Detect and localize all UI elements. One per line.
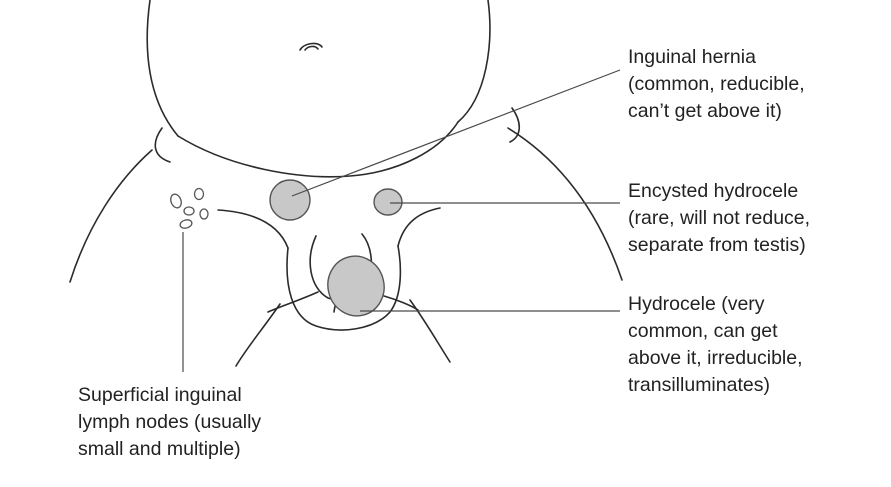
lymph-node [183,206,195,216]
right-leg-line [409,299,451,363]
lymph-node [193,187,205,201]
scrotum-outline [286,245,402,331]
label-line: Hydrocele (very [628,293,765,315]
lymph-nodes [170,187,209,229]
label-line: (rare, will not reduce, [628,207,811,229]
lymph-nodes-label: Superficial inguinal lymph nodes (usuall… [78,382,261,463]
label-line: separate from testis) [628,234,806,256]
label-line: Superficial inguinal [78,384,242,406]
right-flank-outer [507,127,623,281]
umbilicus [299,42,323,51]
leader-inguinal-hernia [291,69,621,197]
label-line: lymph nodes (usually [78,411,262,433]
abdomen-left-edge [146,0,179,137]
umbilicus-inner [304,45,319,51]
torso-outline [146,0,491,178]
label-line: small and multiple) [78,438,241,460]
label-line: transilluminates) [628,374,770,396]
hydrocele-swelling [327,255,385,317]
lesions [269,179,403,317]
left-groin-crease [217,209,289,249]
abdomen-right-edge [457,0,491,123]
encysted-hydrocele-swelling [373,188,403,216]
label-line: above it, irreducible, [628,347,803,369]
hips-outline [69,107,623,283]
leader-lines [182,69,621,372]
right-groin-crease [397,207,441,247]
lymph-node [179,219,193,229]
left-flank-fold [154,127,171,163]
label-line: Encysted hydrocele [628,180,799,202]
encysted-hydrocele-label: Encysted hydrocele (rare, will not reduc… [628,178,810,259]
lymph-node [170,193,182,209]
label-line: can’t get above it) [628,100,782,122]
label-line: (common, reducible, [628,73,805,95]
hydrocele-label: Hydrocele (very common, can get above it… [628,291,803,399]
right-flank-fold [509,107,521,143]
inguinal-hernia-label: Inguinal hernia (common, reducible, can’… [628,44,805,125]
abdomen-lower-curve [177,121,459,178]
inguinal-hernia-swelling [269,179,311,221]
left-leg-line [235,303,281,367]
label-line: common, can get [628,320,778,342]
label-line: Inguinal hernia [628,46,756,68]
left-inner-thigh [267,291,319,313]
lymph-node [199,208,209,220]
left-flank-outer [69,149,153,283]
groin-outline [217,207,451,367]
